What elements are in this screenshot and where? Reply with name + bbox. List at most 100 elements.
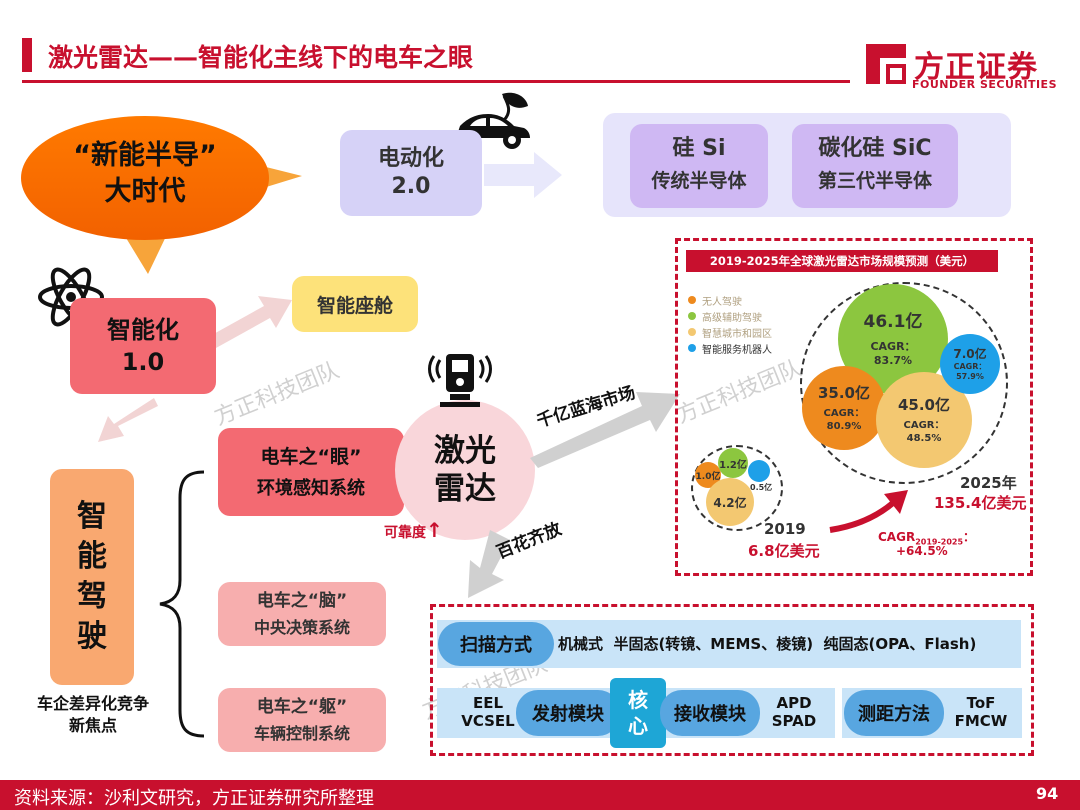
emit-opt2: VCSEL [461,712,515,730]
range-opt1: ToF [966,694,996,712]
recv-opt1: APD [776,694,812,712]
bubble-2019-robot-value: 0.5亿 [750,483,773,492]
bubble-2025-driverless: 35.0亿 CAGR： 80.9% [802,366,886,450]
founder-logo-icon [866,44,906,84]
bubble-2019-adas: 1.2亿 [718,448,748,478]
semi-sic-name: 碳化硅 SiC [818,136,932,161]
legend-label: 高级辅助驾驶 [702,312,762,324]
system-eye-box: 电车之“眼” 环境感知系统 [218,428,404,516]
tech-panel [430,604,1034,756]
era-speech-bubble [21,116,302,274]
core-line1: 核 [628,688,648,712]
scan-methods: 机械式 半固态(转镜、MEMS、棱镜) 纯固态(OPA、Flash) [558,635,977,653]
system-eye-title: 电车之“眼” [260,446,362,468]
recv-opt2: SPAD [771,712,817,730]
legend-label: 智能服务机器人 [702,344,772,356]
bubble-value: 1.2亿 [719,459,747,471]
year-2025-label: 2025年 [960,474,1017,492]
smart-branch-arrows [98,296,292,442]
system-body-title: 电车之“躯” [256,697,348,717]
title-divider [22,80,850,83]
smart-version: 1.0 [121,348,165,376]
era-line1: “新能半导” [73,140,217,171]
legend-item-adas: 高级辅助驾驶 [688,308,772,324]
system-brain-box: 电车之“脑” 中央决策系统 [218,582,386,646]
semi-sic-card: 碳化硅 SiC 第三代半导体 [792,124,958,208]
system-body-sub: 车辆控制系统 [253,724,350,743]
cluster-2019-outline [691,445,783,531]
era-line2: 大时代 [104,176,186,207]
legend-item-robot: 智能服务机器人 [688,340,772,356]
driving-char-3: 驾 [77,579,107,614]
legend-item-smart-city: 智慧城市和园区 [688,324,772,340]
title-accent-bar [22,38,32,72]
bubble-cagr-value: 80.9% [826,421,862,432]
range-options: ToF FMCW [946,694,1016,730]
page-title: 激光雷达——智能化主线下的电车之眼 [48,43,474,72]
smart-driving-box: 智 能 驾 驶 [50,469,134,685]
scan-pill: 扫描方式 [438,622,554,666]
system-eye-sub: 环境感知系统 [257,478,365,499]
legend-dot [688,312,696,320]
bubble-cagr-label: CAGR： [953,361,987,371]
ev-label: 电动化 [377,146,444,171]
era-bubble-text: “新能半导” 大时代 [30,134,260,214]
overall-cagr-label: CAGR2019-2025： [878,528,975,546]
bubble-value: 46.1亿 [863,312,923,332]
bubble-value: 35.0亿 [817,384,870,402]
market-chart-title: 2019-2025年全球激光雷达市场规模预测（美元） [686,250,998,272]
system-body-box: 电车之“躯” 车辆控制系统 [218,688,386,752]
bubble-value: 7.0亿 [953,346,987,361]
reliability-up-arrow: ↑ [426,518,443,542]
lidar-line1: 激光 [434,433,496,469]
bubble-2019-robot [748,460,770,482]
legend-dot [688,296,696,304]
cockpit-label: 智能座舱 [316,294,393,317]
lidar-circle: 激光 雷达 [395,400,535,540]
semi-sic-desc: 第三代半导体 [817,170,932,192]
overall-cagr-sub: 2019-2025 [915,537,964,547]
ev-to-semis-arrow [484,152,562,198]
bloom-arrow [468,530,510,598]
lidar-sensor-icon [428,354,492,407]
logo-english: FOUNDER SECURITIES [912,78,1057,91]
semi-si-name: 硅 Si [672,136,726,161]
overall-cagr-value: +64.5% [896,544,948,558]
bubble-value: 45.0亿 [897,396,950,414]
ev-box: 电动化 2.0 [340,130,482,216]
footer-source: 资料来源：沙利文研究，方正证券研究所整理 [14,788,374,809]
reliability-label: 可靠度↑ [384,518,443,542]
growth-arrow [829,490,908,533]
emit-options: EEL VCSEL [450,694,526,730]
market-chart-panel [675,238,1033,576]
bubble-value: 4.2亿 [713,495,747,510]
range-pill: 测距方法 [844,690,944,736]
overall-cagr-suffix: ： [963,530,976,544]
legend-dot [688,344,696,352]
driving-caption-line1: 车企差异化竞争 [36,694,149,713]
emit-pill: 发射模块 [516,690,620,736]
bubble-cagr-label: CAGR： [823,408,865,419]
bubble-value: 1.0亿 [695,471,721,482]
legend-label: 智慧城市和园区 [702,328,772,340]
driving-caption-line2: 新焦点 [68,716,117,735]
overall-cagr-prefix: CAGR [878,530,916,544]
driving-caption: 车企差异化竞争 新焦点 [22,692,164,738]
system-brain-title: 电车之“脑” [256,591,348,611]
market-arrow [530,392,680,468]
driving-char-1: 智 [77,499,107,534]
core-line2: 心 [628,714,648,738]
bubble-2025-robot: 7.0亿 CAGR： 57.9% [940,334,1000,394]
system-brain-sub: 中央决策系统 [253,618,350,637]
year-2019-label: 2019 [764,520,806,538]
market-legend: 无人驾驶 高级辅助驾驶 智慧城市和园区 智能服务机器人 [688,292,772,356]
total-2025-label: 135.4亿美元 [934,494,1027,512]
legend-dot [688,328,696,336]
logo-wordmark: 方正证券 [914,50,1038,85]
bubble-cagr-label: CAGR： [903,420,945,431]
page-number: 94 [1036,784,1059,803]
recv-options: APD SPAD [766,694,822,730]
core-box: 核 心 [610,678,666,748]
semi-si-card: 硅 Si 传统半导体 [630,124,768,208]
cockpit-box: 智能座舱 [292,276,418,332]
